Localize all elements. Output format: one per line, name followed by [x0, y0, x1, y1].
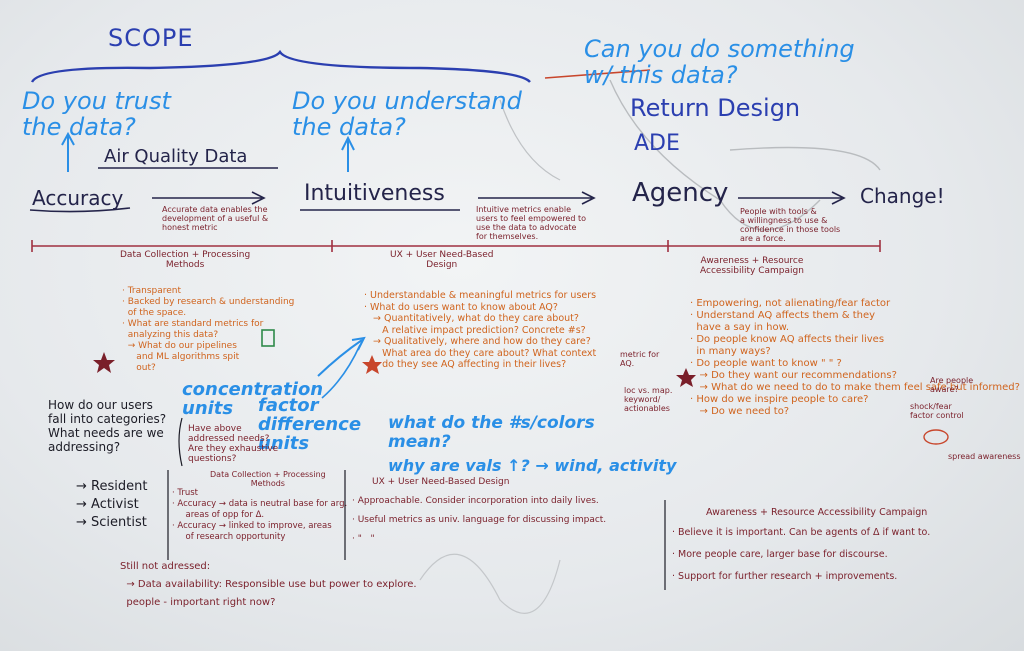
note-accurate: Accurate data enables the development of…	[162, 205, 269, 232]
question-trust: Do you trust the data?	[22, 87, 171, 141]
column-3-heading: Awareness + Resource Accessibility Campa…	[700, 256, 804, 276]
user-categories-list: → Resident → Activist → Scientist	[76, 479, 148, 530]
concentration-units: concentration units	[182, 379, 324, 419]
have-above-note: Have above addressed needs? Are they exh…	[188, 424, 279, 464]
column-2-items: · Understandable & meaningful metrics fo…	[364, 290, 597, 370]
column-2-heading: UX + User Need-Based Design	[390, 250, 494, 270]
agency-label: Agency	[632, 178, 729, 208]
column-3-side-note-2: shock/fear factor control	[910, 402, 964, 420]
lower-column-1-items: · Trust · Accuracy → data is neutral bas…	[172, 488, 348, 542]
note-agency: People with tools & a willingness to use…	[740, 207, 841, 243]
column-1-heading: Data Collection + Processing Methods	[120, 250, 251, 270]
column-3-items: · Empowering, not alienating/fear factor…	[690, 298, 1020, 417]
ade-label: ADE	[634, 131, 680, 156]
what-numbers-mean: what do the #s/colors mean?	[388, 413, 595, 452]
question-understand: Do you understand the data?	[292, 87, 522, 141]
intuitiveness-label: Intuitiveness	[304, 181, 445, 206]
still-not-addressed: Still not adressed: → Data availability:…	[120, 561, 417, 608]
question-can-do: Can you do something w/ this data?	[584, 35, 855, 89]
lower-column-2-items: · Approachable. Consider incorporation i…	[352, 496, 607, 544]
scope-label: SCOPE	[108, 24, 194, 52]
column-3-side-note: Are people aware?	[930, 376, 974, 394]
accuracy-label: Accuracy	[32, 186, 124, 210]
lower-column-3-heading: Awareness + Resource Accessibility Campa…	[706, 507, 928, 518]
return-design-label: Return Design	[630, 94, 801, 122]
lower-column-1-heading: Data Collection + Processing Methods	[210, 470, 326, 488]
lower-column-3-items: · Believe it is important. Can be agents…	[672, 527, 931, 582]
column-2-side-note-2: loc vs. map. keyword/ actionables	[624, 386, 673, 413]
user-categories-question: How do our users fall into categories? W…	[48, 398, 167, 454]
change-label: Change!	[860, 184, 945, 208]
why-values-high: why are vals ↑? → wind, activity	[388, 456, 677, 475]
note-intuitive: Intuitive metrics enable users to feel e…	[476, 205, 586, 241]
factor-difference-units: factor difference units	[258, 395, 362, 454]
column-1-items: · Transparent · Backed by research & und…	[122, 286, 295, 373]
lower-column-2-heading: UX + User Need-Based Design	[372, 477, 510, 487]
air-quality-data-label: Air Quality Data	[104, 146, 248, 167]
column-3-side-note-3: spread awareness	[948, 452, 1021, 461]
column-2-side-note: metric for AQ.	[620, 350, 660, 368]
